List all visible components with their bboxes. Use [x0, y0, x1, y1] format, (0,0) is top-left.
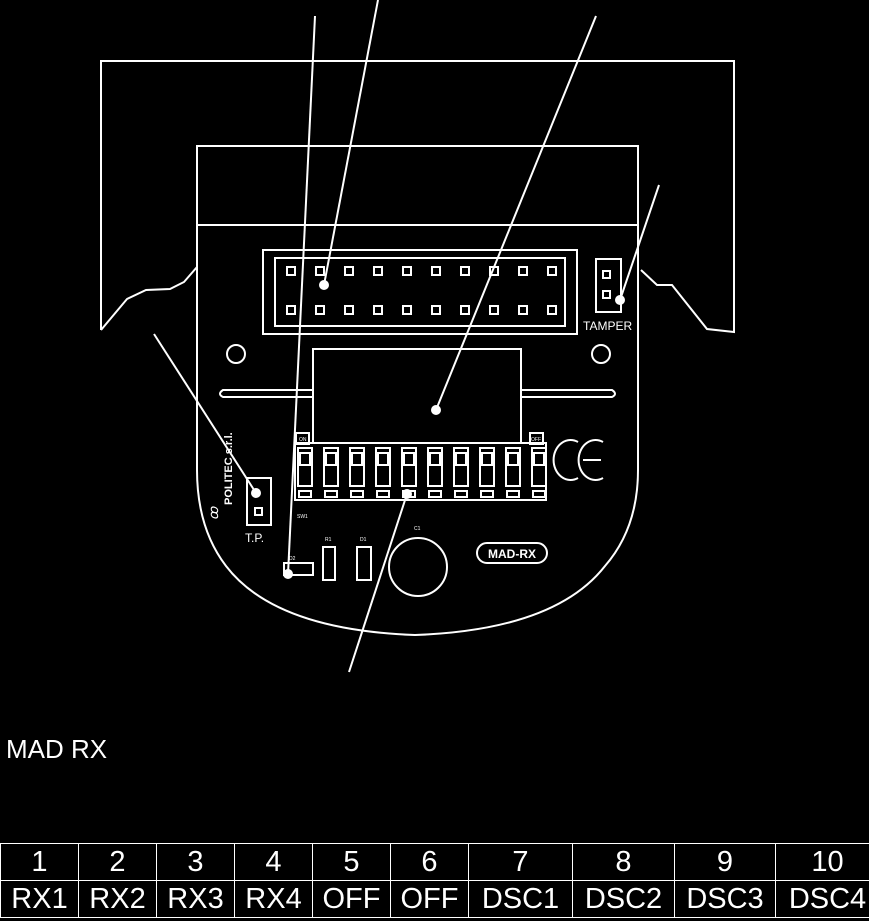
table-cell: 10	[775, 843, 869, 881]
table-cell: RX3	[156, 880, 235, 918]
connector-inner	[274, 257, 566, 327]
ce-c	[552, 439, 579, 481]
board-outline	[196, 145, 639, 637]
table-cell: 4	[234, 843, 313, 881]
connector-pin	[431, 305, 441, 315]
housing-outline	[100, 60, 735, 334]
board-slot	[219, 389, 616, 398]
table-cell: 8	[572, 843, 675, 881]
table-cell: 7	[468, 843, 573, 881]
leader-line	[435, 15, 597, 411]
table-cell: 5	[312, 843, 391, 881]
dip-switch-7	[453, 447, 469, 498]
ce-e	[577, 439, 604, 481]
dip-switch-4	[375, 447, 391, 498]
connector-pin	[344, 305, 354, 315]
connector-pin	[460, 305, 470, 315]
dip-switch-6	[427, 447, 443, 498]
on-label: ON	[299, 437, 307, 443]
connector-pin	[373, 266, 383, 276]
d1-label: D1	[360, 537, 367, 543]
jumper-d2	[283, 562, 314, 576]
dip-switch-9	[505, 447, 521, 498]
connector-pin	[518, 305, 528, 315]
resistor-r1	[322, 546, 336, 581]
leader-line	[348, 493, 408, 673]
table-cell: OFF	[312, 880, 391, 918]
leader-line	[323, 0, 379, 286]
table-cell: RX2	[78, 880, 157, 918]
connector-pin	[547, 266, 557, 276]
sw-label: SW1	[297, 514, 308, 520]
leader-line	[287, 15, 316, 575]
tamper-switch	[595, 258, 622, 313]
d2-label: D2	[289, 556, 296, 562]
c1-label: C1	[414, 526, 421, 532]
dip-switch-3	[349, 447, 365, 498]
dip-switch-2	[323, 447, 339, 498]
connector-pin	[373, 305, 383, 315]
off-label: OFF	[531, 437, 541, 443]
connector-pin	[344, 266, 354, 276]
connector-outline	[262, 249, 578, 335]
mount-hole-right	[591, 344, 611, 364]
connector-pin	[547, 305, 557, 315]
brand-label: POLITEC s.r.l.	[223, 432, 235, 505]
connector-pin	[489, 305, 499, 315]
tp-jumper	[246, 477, 272, 526]
tamper-label: TAMPER	[583, 319, 632, 333]
r1-label: R1	[325, 537, 332, 543]
dip-switch-1	[297, 447, 313, 498]
connector-pin	[518, 266, 528, 276]
capacitor-c1	[388, 537, 448, 597]
housing-left-edge	[100, 266, 198, 331]
dip-switch-8	[479, 447, 495, 498]
brand-logo: ꝏ	[206, 506, 221, 520]
pcb-diagram: TAMPER T.P. POLITEC s.r.l. ꝏ MAD-RX SW1 …	[100, 0, 735, 673]
tp-label: T.P.	[245, 531, 264, 545]
module-box	[312, 348, 522, 450]
connector-pin	[315, 305, 325, 315]
connector-pin	[402, 305, 412, 315]
connector-pin	[315, 266, 325, 276]
table-cell: DSC1	[468, 880, 573, 918]
table-cell: 9	[674, 843, 776, 881]
table-cell: 3	[156, 843, 235, 881]
connector-pin	[286, 266, 296, 276]
table-cell: 1	[0, 843, 79, 881]
diode-d1	[356, 546, 372, 581]
table-cell: RX1	[0, 880, 79, 918]
model-badge-label: MAD-RX	[488, 547, 536, 561]
connector-pin	[402, 266, 412, 276]
table-cell: OFF	[390, 880, 469, 918]
connector-pin	[286, 305, 296, 315]
table-cell: DSC4	[775, 880, 869, 918]
connector-pin	[460, 266, 470, 276]
model-badge	[476, 542, 548, 564]
table-cell: 2	[78, 843, 157, 881]
mount-hole-left	[226, 344, 246, 364]
leader-line	[153, 333, 257, 494]
table-cell: RX4	[234, 880, 313, 918]
table-cell: 6	[390, 843, 469, 881]
table-cell: DSC3	[674, 880, 776, 918]
table-cell: DSC2	[572, 880, 675, 918]
connector-pin	[489, 266, 499, 276]
dip-switch-10	[531, 447, 547, 498]
connector-pin	[431, 266, 441, 276]
leader-line	[619, 184, 660, 301]
page-title: MAD RX	[6, 734, 108, 764]
